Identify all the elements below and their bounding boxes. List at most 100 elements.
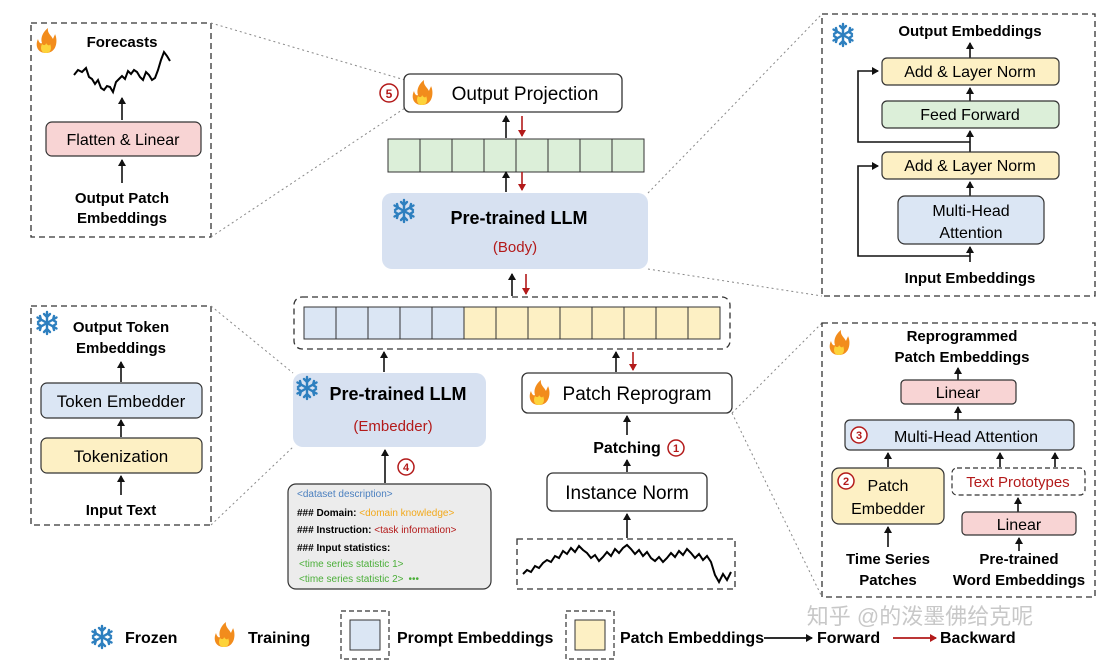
patch-embedder-line2: Embedder [851,501,925,518]
output-embedding-cell [515,138,549,173]
prompt-embedding-cell [399,306,433,340]
fire-icon [829,330,850,355]
word-embeddings-line1: Pre-trained [979,551,1058,568]
ts-patches-line1: Time Series [846,551,930,568]
prompt-stat-1: <time series statistic 1> [299,559,404,570]
patch-reprogram-box [521,372,733,414]
prompt-embedding-cell [335,306,369,340]
patch-embedding-cell [623,306,657,340]
legend-prompt-swatch [349,619,381,651]
legend-patch-embeddings: Patch Embeddings [620,630,764,647]
output-projection-label: Output Projection [452,84,599,105]
output-token-label-line2: Embeddings [76,340,166,357]
output-patch-label-line2: Embeddings [77,210,167,227]
reprogram-panel: Reprogrammed Patch Embeddings Linear 3 M… [821,322,1096,598]
output-embedding-cell [547,138,581,173]
llm-embedder-title: Pre-trained LLM [329,384,466,404]
add-norm-top-label: Add & Layer Norm [904,64,1036,81]
reprogram-mha-label: Multi-Head Attention [894,429,1038,446]
output-embedding-cell [611,138,645,173]
input-series-box [516,538,736,590]
forecast-series [73,49,171,95]
instance-norm-label: Instance Norm [565,483,689,504]
add-norm-top-box [881,57,1060,86]
add-norm-bottom-label: Add & Layer Norm [904,158,1036,175]
output-projection: 5 Output Projection [379,73,623,113]
step-4-badge [397,458,415,476]
text-prototypes-label: Text Prototypes [966,474,1069,491]
step-2-badge [837,472,855,490]
forecast-panel: Forecasts Flatten & Linear Output Patch … [30,22,212,238]
step-1-number: 1 [673,443,679,455]
step-3-number: 3 [856,430,862,442]
legend-prompt-embeddings: Prompt Embeddings [397,630,554,647]
word-embeddings-line2: Word Embeddings [953,572,1085,589]
feed-forward-label: Feed Forward [920,107,1020,124]
llm-body-subtitle: (Body) [493,239,537,256]
fire-icon [36,28,57,53]
prompt-embedding-cell [367,306,401,340]
patch-reprogram-label: Patch Reprogram [563,384,712,405]
output-embedding-cell [579,138,613,173]
patch-embedding-cell [687,306,721,340]
patch-embedder-box [831,467,945,525]
patch-reprogram: Patch Reprogram [521,372,733,414]
mha-label-line2: Attention [939,225,1002,242]
token-panel: Output Token Embeddings Token Embedder T… [30,305,212,526]
patching-label: Patching [593,440,661,457]
text-prototypes-box [951,467,1086,496]
feed-forward-box [881,100,1060,129]
flatten-linear-label: Flatten & Linear [67,132,181,149]
step-5-badge [379,83,399,103]
linear-top-label: Linear [936,385,981,402]
watermark: 知乎 @的泼墨佛给克呢 [807,604,1033,629]
transformer-panel: Output Embeddings Add & Layer Norm Feed … [821,13,1096,297]
input-text-label: Input Text [86,502,157,519]
snowflake-icon [36,310,58,336]
forecasts-title: Forecasts [87,34,158,51]
llm-embedder: Pre-trained LLM (Embedder) [293,373,486,447]
prompt-box: <dataset description> ### Domain: <domai… [287,483,492,590]
legend-frozen: Frozen [125,630,177,647]
linear-bottom-box [961,511,1077,536]
output-embedding-cell [387,138,421,173]
patch-embedding-cell [559,306,593,340]
prompt-stat-2: <time series statistic 2>••• [299,574,419,585]
reprogram-mha-box [844,419,1075,451]
output-embeddings-label: Output Embeddings [898,23,1041,40]
instance-norm-box [546,472,708,512]
llm-body-box [382,193,648,269]
tokenization-box [40,437,203,474]
linear-bottom-label: Linear [997,517,1042,534]
legend-training: Training [248,630,310,647]
mha-label-line1: Multi-Head [932,203,1009,220]
prompt-dataset-description: <dataset description> [297,489,393,500]
output-token-label-line1: Output Token [73,319,169,336]
output-embedding-cell [419,138,453,173]
input-embedding-cells [303,306,721,340]
patch-embedding-cell [527,306,561,340]
step-2-number: 2 [843,476,849,488]
output-projection-box [403,73,623,113]
fire-icon [214,622,235,647]
step-1-badge [667,439,685,457]
input-embeddings-label: Input Embeddings [905,270,1036,287]
reprogrammed-label-line2: Patch Embeddings [894,349,1029,366]
step-4-number: 4 [403,462,410,474]
llm-body: Pre-trained LLM (Body) [382,193,648,269]
multi-head-attention-box [897,195,1045,245]
llm-embedder-subtitle: (Embedder) [353,418,432,435]
input-time-series [522,543,732,585]
legend-patch-swatch [574,619,606,651]
legend: Frozen Training Prompt Embeddings Patch … [91,610,1016,660]
flatten-linear-box [45,121,202,157]
patch-embedding-cell [655,306,689,340]
llm-body-title: Pre-trained LLM [450,208,587,228]
legend-forward: Forward [817,630,880,647]
patch-embedding-cell [591,306,625,340]
output-embedding-cell [451,138,485,173]
prompt-instruction-line: ### Instruction: <task information> [297,525,457,536]
add-norm-bottom-box [881,151,1060,180]
embedding-concat-group [293,296,731,350]
